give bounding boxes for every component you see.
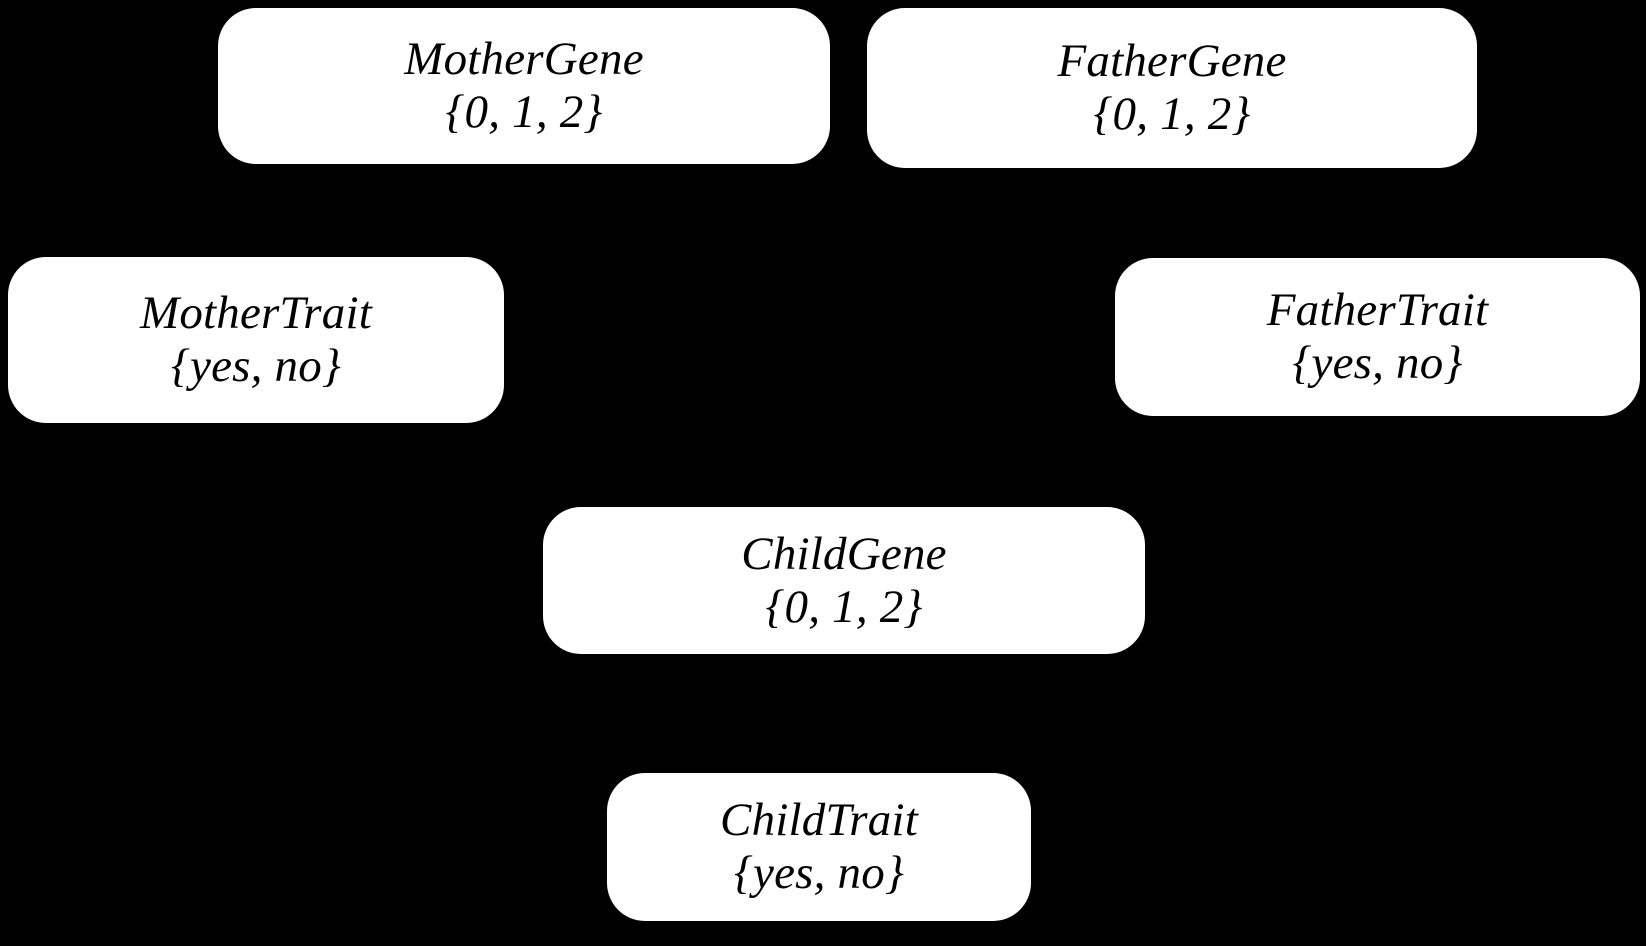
edge-father-gene-to-child-gene bbox=[957, 167, 1083, 508]
node-father-gene[interactable]: FatherGene {0, 1, 2} bbox=[867, 8, 1477, 168]
node-mother-gene-domain: {0, 1, 2} bbox=[445, 86, 603, 138]
edge-mother-gene-to-child-gene bbox=[557, 162, 743, 509]
edge-father-gene-to-father-trait bbox=[1248, 166, 1342, 260]
node-child-gene-domain: {0, 1, 2} bbox=[765, 580, 923, 633]
node-father-trait-label: FatherTrait bbox=[1266, 284, 1489, 337]
node-father-trait-domain: {yes, no} bbox=[1292, 337, 1463, 389]
node-father-gene-label: FatherGene bbox=[1057, 35, 1287, 88]
node-mother-trait-domain: {yes, no} bbox=[171, 340, 341, 392]
edge-mother-gene-to-mother-trait bbox=[298, 162, 382, 259]
node-mother-trait[interactable]: MotherTrait {yes, no} bbox=[8, 257, 504, 423]
node-child-trait[interactable]: ChildTrait {yes, no} bbox=[607, 773, 1031, 921]
node-child-trait-domain: {yes, no} bbox=[734, 847, 904, 899]
node-father-gene-domain: {0, 1, 2} bbox=[1093, 88, 1251, 140]
node-child-gene-label: ChildGene bbox=[741, 527, 947, 580]
node-mother-gene-label: MotherGene bbox=[404, 33, 644, 86]
node-mother-trait-label: MotherTrait bbox=[139, 287, 372, 340]
node-child-trait-label: ChildTrait bbox=[720, 794, 918, 847]
node-father-trait[interactable]: FatherTrait {yes, no} bbox=[1115, 258, 1640, 416]
node-child-gene[interactable]: ChildGene {0, 1, 2} bbox=[543, 507, 1145, 654]
edge-child-gene-to-child-trait bbox=[817, 653, 843, 774]
node-mother-gene[interactable]: MotherGene {0, 1, 2} bbox=[218, 8, 830, 164]
